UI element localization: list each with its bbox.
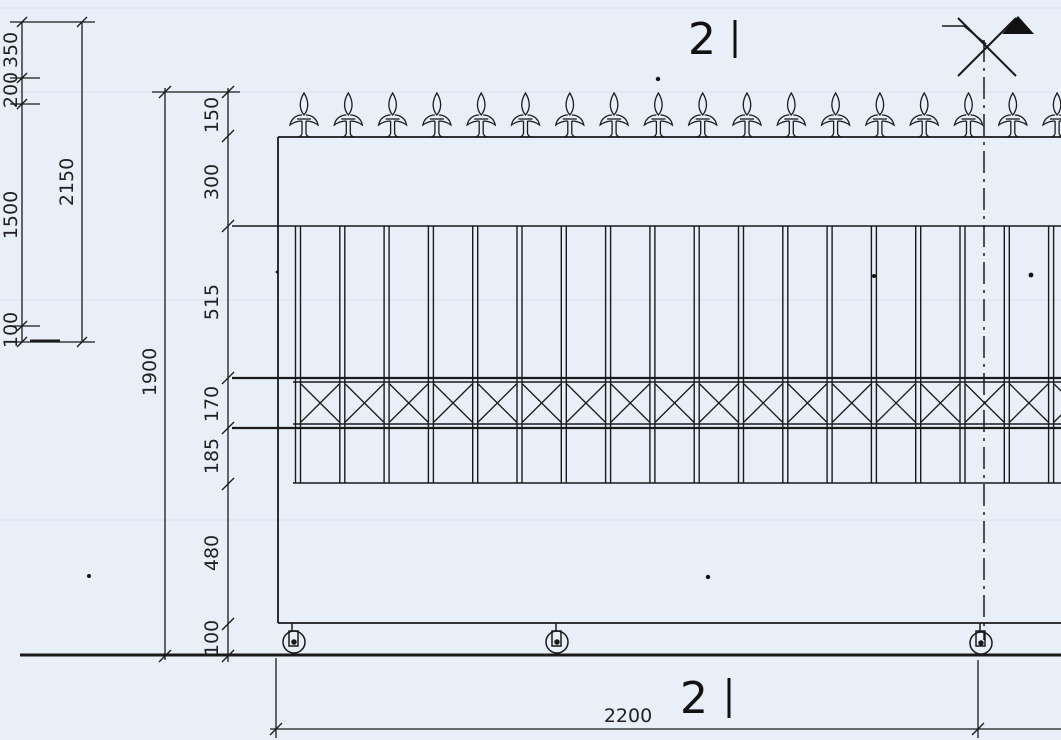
fleur-de-lis-finial-icon bbox=[289, 91, 319, 138]
dim-150: 150 bbox=[201, 97, 223, 133]
secondary-dimension-chain bbox=[10, 16, 95, 348]
section-mark-bottom: 2 bbox=[680, 673, 708, 724]
bar bbox=[427, 226, 435, 483]
lattice-cross bbox=[1009, 383, 1049, 423]
lattice-cross bbox=[300, 383, 340, 423]
main-dimension-chain bbox=[221, 85, 235, 663]
bar bbox=[339, 226, 346, 483]
fleur-de-lis-finial-icon bbox=[776, 91, 807, 138]
lattice-cross bbox=[654, 383, 695, 423]
bar bbox=[604, 226, 612, 483]
fleur-de-lis-finial-icon bbox=[554, 91, 585, 138]
overall-height-dimension bbox=[152, 85, 240, 663]
lattice-cross bbox=[477, 383, 517, 423]
dim-170: 170 bbox=[201, 386, 223, 422]
bar bbox=[516, 226, 523, 483]
caster-wheel-icon bbox=[545, 623, 569, 654]
fleur-de-lis-finial-icon bbox=[643, 91, 674, 138]
bar bbox=[383, 226, 390, 483]
bar bbox=[693, 226, 700, 483]
vertical-bars bbox=[294, 226, 1055, 483]
dim-2150: 2150 bbox=[56, 158, 78, 206]
lattice-cross bbox=[344, 383, 385, 423]
section-flag-icon bbox=[942, 16, 1034, 77]
lattice-cross bbox=[610, 383, 650, 423]
fleur-de-lis-finial-icon bbox=[510, 91, 541, 138]
fleur-de-lis-finial-icon bbox=[333, 91, 364, 138]
lattice-cross bbox=[433, 383, 473, 423]
section-mark-top: 2 bbox=[688, 14, 716, 65]
background-scan-lines bbox=[0, 7, 1061, 521]
dim-200: 200 bbox=[0, 72, 22, 108]
bar bbox=[870, 226, 878, 483]
grille-panel bbox=[232, 225, 1061, 484]
lattice-cross bbox=[832, 383, 872, 423]
lattice-cross bbox=[389, 383, 429, 423]
lattice-cross bbox=[876, 383, 916, 423]
lattice-cross bbox=[920, 383, 960, 423]
scan-specks bbox=[87, 76, 1034, 580]
fleur-de-lis-finial-icon bbox=[997, 91, 1028, 138]
dim-185: 185 bbox=[201, 438, 223, 474]
fleur-de-lis-finial-icon bbox=[377, 91, 408, 138]
bar bbox=[1003, 226, 1010, 483]
lattice-cross bbox=[787, 383, 828, 423]
fleur-de-lis-finial-icon bbox=[909, 91, 940, 138]
caster-wheel-icon bbox=[282, 623, 306, 654]
bar bbox=[560, 226, 567, 483]
bar bbox=[294, 226, 302, 483]
fleur-de-lis-finial-icon bbox=[953, 91, 984, 138]
bar bbox=[737, 226, 745, 483]
lattice-cross bbox=[566, 383, 606, 423]
finial-row bbox=[289, 91, 1061, 138]
caster-wheel-icon bbox=[969, 623, 993, 655]
fleur-de-lis-finial-icon bbox=[421, 91, 452, 138]
dim-1500: 1500 bbox=[0, 191, 22, 239]
dim-350: 350 bbox=[0, 32, 22, 68]
dim-1900: 1900 bbox=[139, 348, 161, 396]
bar bbox=[782, 226, 789, 483]
fleur-de-lis-finial-icon bbox=[466, 91, 497, 138]
gate-frame bbox=[277, 136, 1061, 624]
lattice-cross bbox=[1053, 383, 1061, 423]
dim-480: 480 bbox=[201, 535, 223, 571]
lattice-cross bbox=[522, 383, 562, 423]
lattice-cross bbox=[743, 383, 783, 423]
dim-2200: 2200 bbox=[604, 705, 652, 727]
dim-100-main: 100 bbox=[201, 620, 223, 656]
dim-100-secondary: 100 bbox=[0, 312, 22, 348]
bar bbox=[1047, 226, 1055, 483]
fleur-de-lis-finial-icon bbox=[864, 91, 895, 138]
bar bbox=[959, 226, 966, 483]
bar bbox=[826, 226, 833, 483]
fleur-de-lis-finial-icon bbox=[820, 91, 851, 138]
dim-515: 515 bbox=[201, 284, 223, 320]
lattice-cross bbox=[699, 383, 739, 423]
bar bbox=[649, 226, 656, 483]
caster-wheels bbox=[282, 623, 993, 655]
fleur-de-lis-finial-icon bbox=[1042, 91, 1061, 138]
fleur-de-lis-finial-icon bbox=[599, 91, 630, 138]
width-dimension bbox=[269, 658, 1061, 738]
x-lattice-band bbox=[300, 383, 1061, 423]
bar bbox=[915, 226, 922, 483]
fleur-de-lis-finial-icon bbox=[732, 91, 762, 138]
bar bbox=[472, 226, 479, 483]
dim-300: 300 bbox=[201, 164, 223, 200]
fleur-de-lis-finial-icon bbox=[687, 91, 718, 138]
